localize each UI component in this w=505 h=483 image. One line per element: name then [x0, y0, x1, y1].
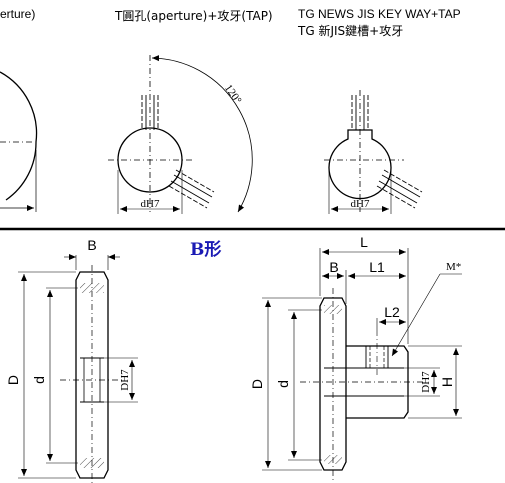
b-right-length-label: L [360, 234, 368, 250]
middle-angle-label: 120° [222, 82, 244, 106]
b-left-side-view [18, 254, 138, 483]
b-right-outer-diameter-label: D [249, 379, 265, 389]
b-right-l2-label: L2 [384, 304, 400, 320]
b-left-bore-label: DH7 [119, 369, 131, 391]
right-caption-line1: TG NEWS JIS KEY WAY+TAP [298, 7, 461, 21]
b-left-outer-diameter-label: D [5, 375, 21, 385]
b-type-title: B形 [190, 239, 221, 260]
b-right-l1-label: L1 [369, 259, 385, 275]
b-left-width-label: B [87, 237, 96, 253]
left-caption: erture) [0, 7, 36, 21]
b-right-width-label: B [329, 259, 338, 275]
b-right-bore-label: DH7 [420, 371, 432, 393]
left-round-view [0, 71, 38, 212]
b-right-side-view [262, 248, 462, 483]
b-right-pitch-diameter-label: d [275, 380, 291, 388]
middle-caption: T圓孔(aperture)+攻牙(TAP) [115, 9, 273, 23]
middle-bore-label: dH7 [141, 198, 160, 210]
middle-round-view [108, 55, 253, 214]
b-left-pitch-diameter-label: d [31, 376, 47, 384]
right-keyway-view [324, 90, 423, 214]
b-right-hub-label: H [439, 377, 455, 387]
right-bore-label: dH7 [351, 198, 370, 210]
right-caption-line2: TG 新JIS鍵槽+攻牙 [298, 24, 404, 38]
b-right-tap-label: M* [446, 261, 461, 273]
